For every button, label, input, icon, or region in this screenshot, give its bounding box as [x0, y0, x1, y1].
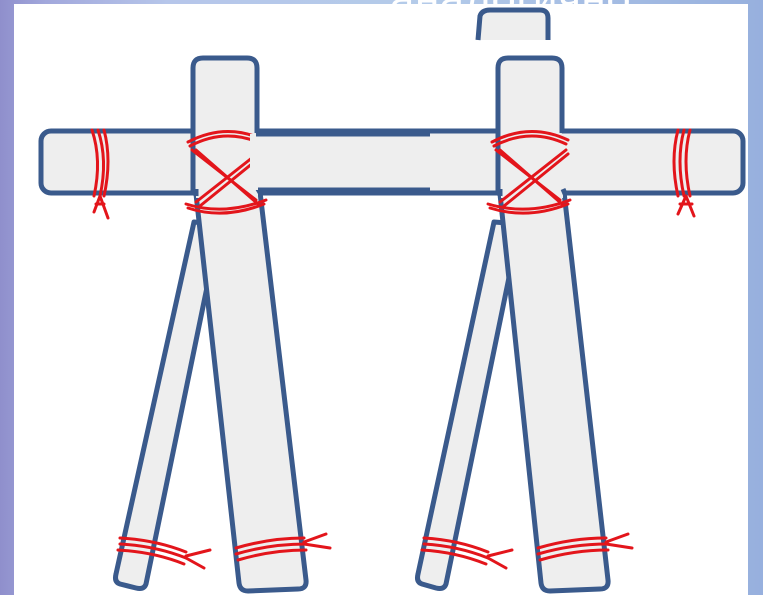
- left-doll-front-leg: [196, 192, 306, 591]
- right-doll: [250, 58, 743, 591]
- right-doll-front-leg: [500, 192, 608, 591]
- top-stub: [478, 10, 548, 40]
- right-doll-back-leg: [418, 222, 521, 589]
